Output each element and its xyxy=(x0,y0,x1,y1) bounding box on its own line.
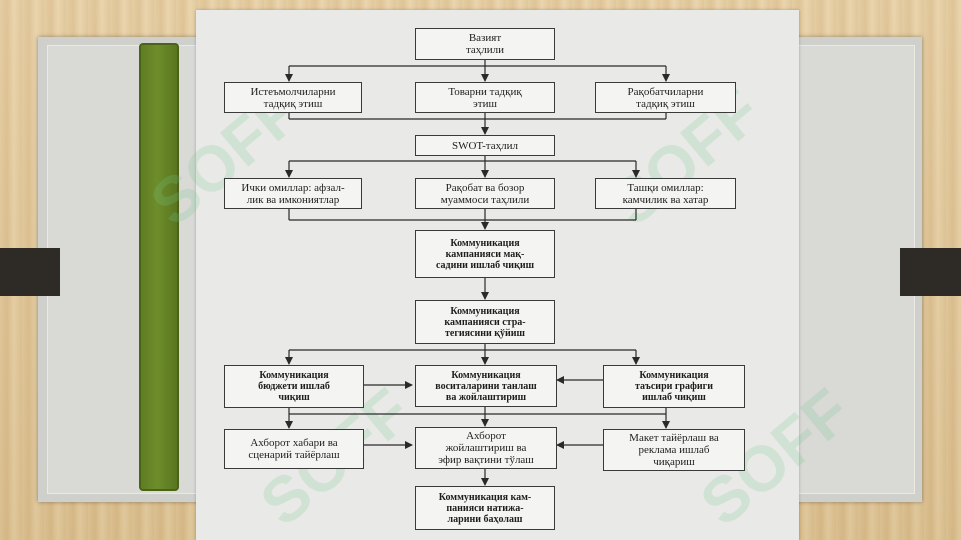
node-competition-analysis: Рақобат ва бозор муаммоси таҳлили xyxy=(415,178,555,209)
node-competitor-research: Рақобатчиларни тадқиқ этиш xyxy=(595,82,736,113)
node-internal-factors: Ички омиллар: афзал- лик ва имкониятлар xyxy=(224,178,362,209)
node-consumer-research: Истеъмолчиларни тадқиқ этиш xyxy=(224,82,362,113)
node-external-factors: Ташқи омиллар: камчилик ва хатар xyxy=(595,178,736,209)
node-communication-tools: Коммуникация воситаларини танлаш ва жойл… xyxy=(415,365,557,407)
node-message-scenario: Ахборот хабари ва сценарий тайёрлаш xyxy=(224,429,364,469)
right-clip-tab xyxy=(900,248,961,296)
node-campaign-evaluation: Коммуникация кам- панияси натижа- ларини… xyxy=(415,486,555,530)
node-impact-schedule: Коммуникация таъсири графиги ишлаб чиқиш xyxy=(603,365,745,408)
node-communication-budget: Коммуникация бюджети ишлаб чиқиш xyxy=(224,365,364,408)
node-placement-payment: Ахборот жойлаштириш ва эфир вақтини тўла… xyxy=(415,427,557,469)
node-situation-analysis: Вазият таҳлили xyxy=(415,28,555,60)
node-campaign-strategy: Коммуникация кампанияси стра- тегиясини … xyxy=(415,300,555,344)
node-campaign-goal: Коммуникация кампанияси мақ- садини ишла… xyxy=(415,230,555,278)
node-swot-analysis: SWOT-таҳлил xyxy=(415,135,555,156)
green-accent-bar xyxy=(139,43,179,491)
left-clip-tab xyxy=(0,248,60,296)
node-layout-production: Макет тайёрлаш ва реклама ишлаб чиқариш xyxy=(603,429,745,471)
node-product-research: Товарни тадқиқ этиш xyxy=(415,82,555,113)
